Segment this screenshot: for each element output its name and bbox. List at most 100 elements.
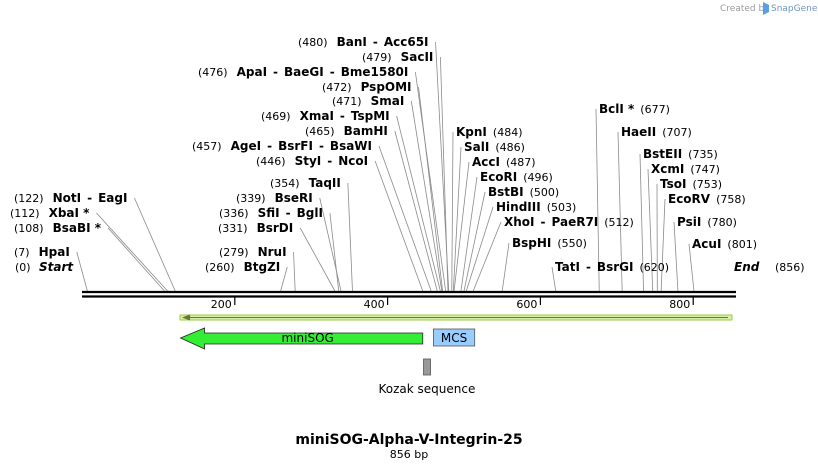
site-position: (354) <box>270 177 300 190</box>
restriction-site[interactable]: BstBI(500) <box>488 185 559 199</box>
site-position: (112) <box>10 207 40 220</box>
site-leader-line <box>639 153 644 292</box>
site-position: (707) <box>662 126 692 139</box>
restriction-site[interactable]: (476)ApaI-BaeGI-Bme1580I <box>198 65 408 79</box>
restriction-site[interactable]: EcoRI (496) <box>480 170 553 184</box>
site-enzyme-name: BsrFI <box>278 139 313 153</box>
site-position: (487) <box>506 156 536 169</box>
site-leader-line <box>551 266 557 292</box>
site-enzyme-name: SfiI <box>258 206 280 220</box>
site-separator: - <box>541 215 546 229</box>
restriction-site[interactable]: (122)NotI-EagI <box>14 191 127 205</box>
site-enzyme-name: BstBI <box>488 185 524 199</box>
site-position: (503) <box>547 201 577 214</box>
site-position: (496) <box>523 171 553 184</box>
feature-minisog[interactable]: miniSOG <box>179 327 424 350</box>
restriction-site[interactable]: (112)XbaI * <box>10 206 90 220</box>
restriction-site[interactable]: TatI-BsrGI(620) <box>555 260 669 274</box>
site-leader-line <box>617 131 623 292</box>
feature-mcs[interactable]: MCS <box>433 328 476 347</box>
restriction-site[interactable]: AcuI(801) <box>692 237 757 251</box>
feature-kozak[interactable]: Kozak sequence <box>379 358 476 396</box>
site-enzyme-name: XmaI <box>300 109 334 123</box>
site-leader-line <box>688 243 695 292</box>
site-position: (472) <box>322 81 352 94</box>
restriction-site[interactable]: (471)SmaI <box>332 94 404 108</box>
restriction-site[interactable]: (479)SacII <box>362 50 433 64</box>
site-leader-line <box>460 176 478 292</box>
site-enzyme-name: TsoI <box>660 177 686 191</box>
site-labels: (7)HpaI (108)BsaBI *(112)XbaI *(122)NotI-… <box>10 35 757 274</box>
axis-tick-label: 600 <box>516 298 537 311</box>
restriction-site[interactable]: (339)BseRI <box>236 191 313 205</box>
restriction-site[interactable]: (354)TaqII <box>270 176 341 190</box>
restriction-site[interactable]: BspHI(550) <box>512 236 587 250</box>
restriction-site[interactable]: SalI(486) <box>464 140 525 154</box>
restriction-site[interactable]: (472)PspOMI <box>322 80 412 94</box>
start-label: Start <box>39 260 74 274</box>
site-position: (484) <box>493 126 523 139</box>
restriction-site[interactable]: (279)NruI <box>219 245 287 259</box>
site-enzyme-name: NotI <box>53 191 82 205</box>
primer-arrow[interactable] <box>179 314 733 321</box>
site-enzyme-name: BaeGI <box>284 65 324 79</box>
site-leader-line <box>435 41 450 292</box>
restriction-site[interactable]: (331)BsrDI <box>218 221 293 235</box>
restriction-site[interactable]: (7)HpaI <box>14 245 70 259</box>
site-enzyme-name: PaeR7I <box>552 215 599 229</box>
restriction-site[interactable]: (469)XmaI-TspMI <box>261 109 390 123</box>
credit-brand: SnapGene <box>771 4 818 14</box>
snapgene-credit: Created by SnapGene <box>720 2 818 15</box>
restriction-site[interactable]: (336)SfiI-BglI <box>219 206 323 220</box>
site-position: (479) <box>362 51 392 64</box>
site-enzyme-name: BstEII <box>643 147 682 161</box>
restriction-site[interactable]: TsoI(753) <box>660 177 722 191</box>
site-separator: - <box>286 206 291 220</box>
site-enzyme-name: AcuI <box>692 237 721 251</box>
end-label: End <box>734 260 760 274</box>
restriction-site[interactable]: BstEII(735) <box>643 147 718 161</box>
restriction-site[interactable]: (480)BanI-Acc65I <box>298 35 429 49</box>
site-position: (512) <box>604 216 634 229</box>
site-leader-line <box>299 227 336 292</box>
site-position: (471) <box>332 95 362 108</box>
site-enzyme-name: ApaI <box>237 65 267 79</box>
site-separator: - <box>330 65 335 79</box>
site-enzyme-name: EcoRI <box>480 170 517 184</box>
restriction-site[interactable]: (108)BsaBI * <box>14 221 102 235</box>
end-position: (856) <box>775 261 805 274</box>
restriction-site[interactable]: BclI *(677) <box>599 102 670 116</box>
site-position: (465) <box>305 125 335 138</box>
site-leader-line <box>673 221 679 292</box>
site-position: (457) <box>192 140 222 153</box>
site-leader-line <box>394 130 438 292</box>
site-enzyme-name: NcoI <box>338 154 368 168</box>
restriction-site[interactable]: KpnI (484) <box>456 125 523 139</box>
site-leader-line <box>76 251 88 292</box>
restriction-site[interactable]: PsiI(780) <box>677 215 737 229</box>
primer-arrowhead-icon <box>182 314 190 321</box>
site-enzyme-name: KpnI <box>456 125 487 139</box>
site-position: (469) <box>261 110 291 123</box>
restriction-site[interactable]: (465)BamHI <box>305 124 388 138</box>
site-separator: - <box>586 260 591 274</box>
restriction-site[interactable]: (446)StyI-NcoI <box>256 154 368 168</box>
restriction-site[interactable]: EcoRV(758) <box>668 192 746 206</box>
site-enzyme-name: TatI <box>555 260 580 274</box>
restriction-site[interactable]: HaeII(707) <box>621 125 692 139</box>
site-separator: - <box>327 154 332 168</box>
restriction-site[interactable]: HindIII(503) <box>496 200 576 214</box>
site-leader-line <box>410 100 443 292</box>
site-leader-line <box>453 161 470 292</box>
site-position: (476) <box>198 66 228 79</box>
snapgene-logo-icon <box>763 2 769 15</box>
restriction-site[interactable]: XcmI(747) <box>651 162 720 176</box>
site-position: (780) <box>707 216 737 229</box>
restriction-site[interactable]: (457)AgeI-BsrFI-BsaWI <box>192 139 372 153</box>
site-enzyme-name: BclI * <box>599 102 635 116</box>
site-separator: - <box>373 35 378 49</box>
restriction-site[interactable]: (260)BtgZI <box>205 260 280 274</box>
restriction-site[interactable]: XhoI-PaeR7I(512) <box>504 215 634 229</box>
restriction-site[interactable]: AccI(487) <box>472 155 536 169</box>
